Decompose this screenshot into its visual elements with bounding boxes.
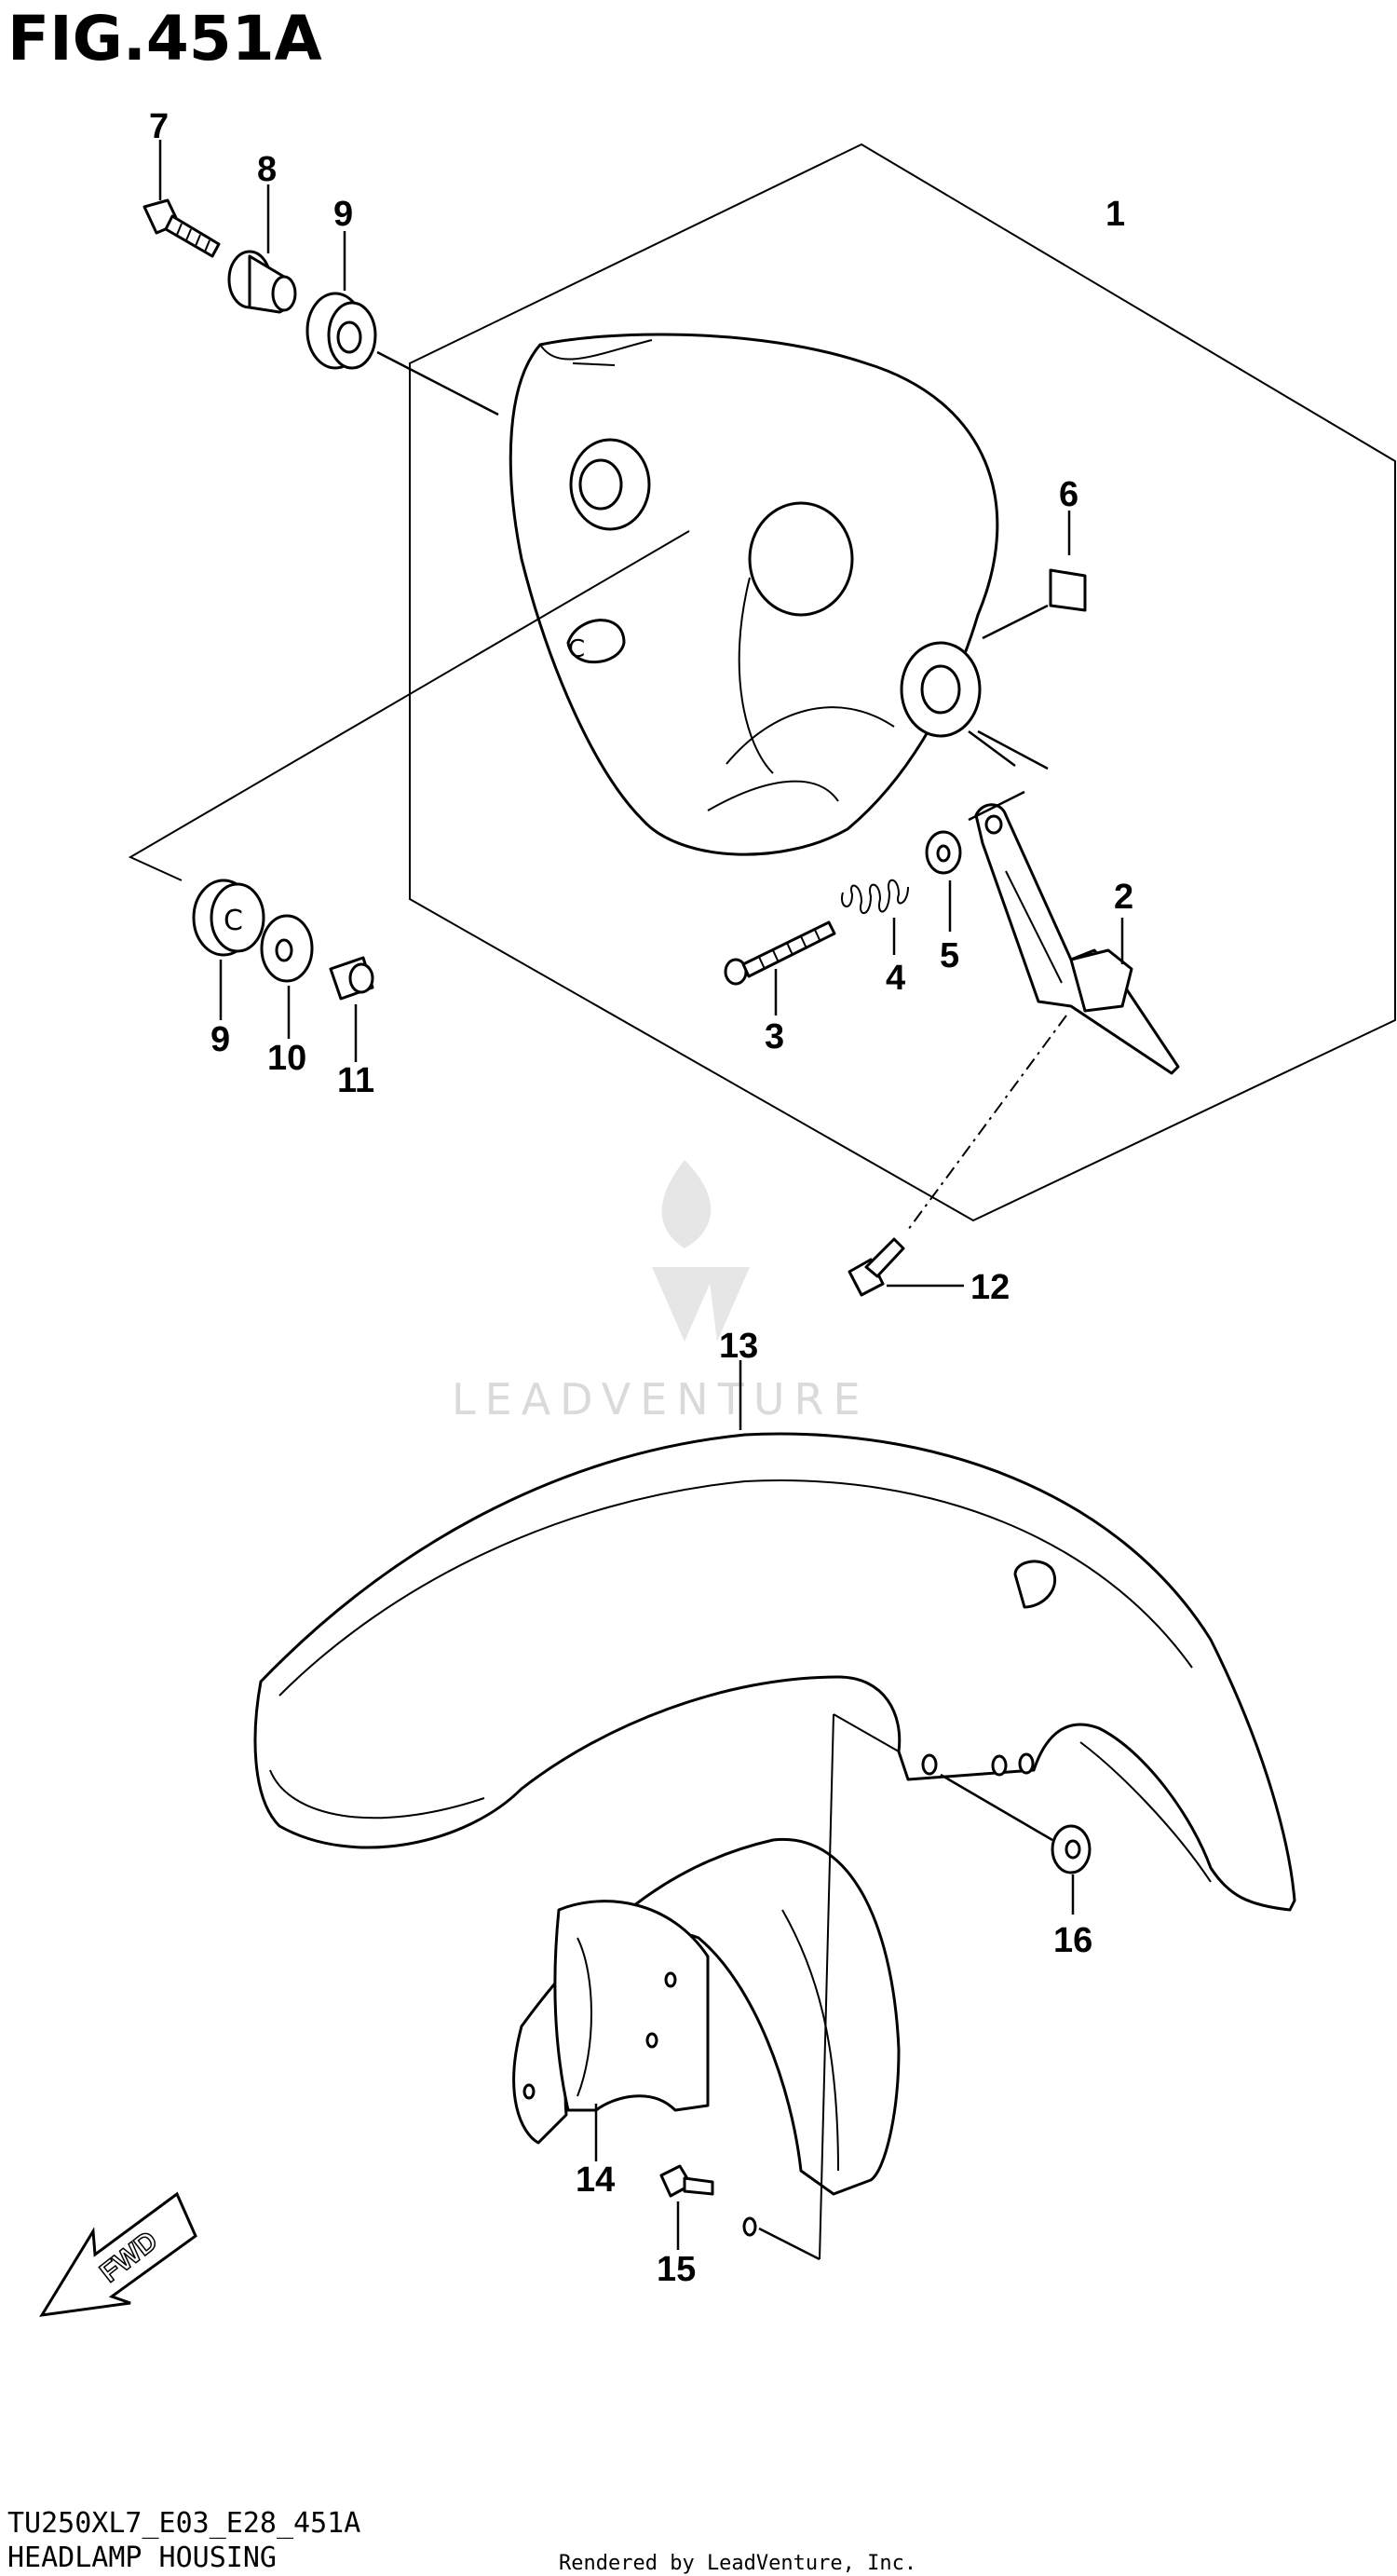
screw-3[interactable] [724,920,836,986]
bracket-2[interactable] [974,803,1180,1075]
figure-title: FIG.451A [7,3,322,75]
grommet-9-top[interactable] [305,292,377,370]
callout-8: 8 [257,150,277,189]
callout-10: 10 [267,1039,306,1078]
washer-10[interactable] [260,914,314,983]
render-credit: Rendered by LeadVenture, Inc. [559,2552,916,2575]
callout-11: 11 [337,1061,374,1100]
washer-5[interactable] [925,830,962,875]
fwd-arrow-icon: FWD [39,2191,197,2317]
svg-text:C: C [224,905,243,937]
watermark-text: LEADVENTURE [452,1374,870,1424]
clip-6[interactable] [1049,568,1087,612]
callout-9-top: 9 [333,195,353,234]
front-fender[interactable] [253,1432,1296,1912]
nut-11[interactable] [329,956,374,1001]
callout-4: 4 [886,959,905,998]
diagram-name: HEADLAMP HOUSING [7,2542,277,2574]
watermark-logo: LEADVENTURE [452,1160,870,1424]
callout-12: 12 [970,1268,1010,1307]
inner-fender[interactable] [512,1837,901,2237]
spring-4[interactable] [840,879,909,914]
callout-15: 15 [657,2250,696,2289]
nut-16[interactable] [1051,1824,1092,1874]
callout-13: 13 [719,1327,758,1366]
callout-16: 16 [1053,1921,1092,1960]
callout-1: 1 [1105,195,1125,234]
callout-5: 5 [940,936,959,975]
model-code: TU250XL7_E03_E28_451A [7,2507,360,2540]
svg-text:C: C [568,635,585,663]
assembly-1-outline [409,143,1396,1222]
callout-6: 6 [1059,475,1078,514]
bolt-15[interactable] [659,2164,714,2198]
callout-7: 7 [149,107,169,146]
callout-2: 2 [1114,878,1133,917]
callout-3: 3 [765,1017,784,1056]
headlamp-housing[interactable]: C [509,333,999,856]
callout-14: 14 [576,2160,615,2200]
grommet-9-bottom[interactable]: C [192,879,265,957]
bolt-12[interactable] [848,1237,905,1297]
bolt-7[interactable] [142,198,221,258]
callout-9-bottom: 9 [210,1020,230,1059]
collar-8[interactable] [227,250,297,314]
